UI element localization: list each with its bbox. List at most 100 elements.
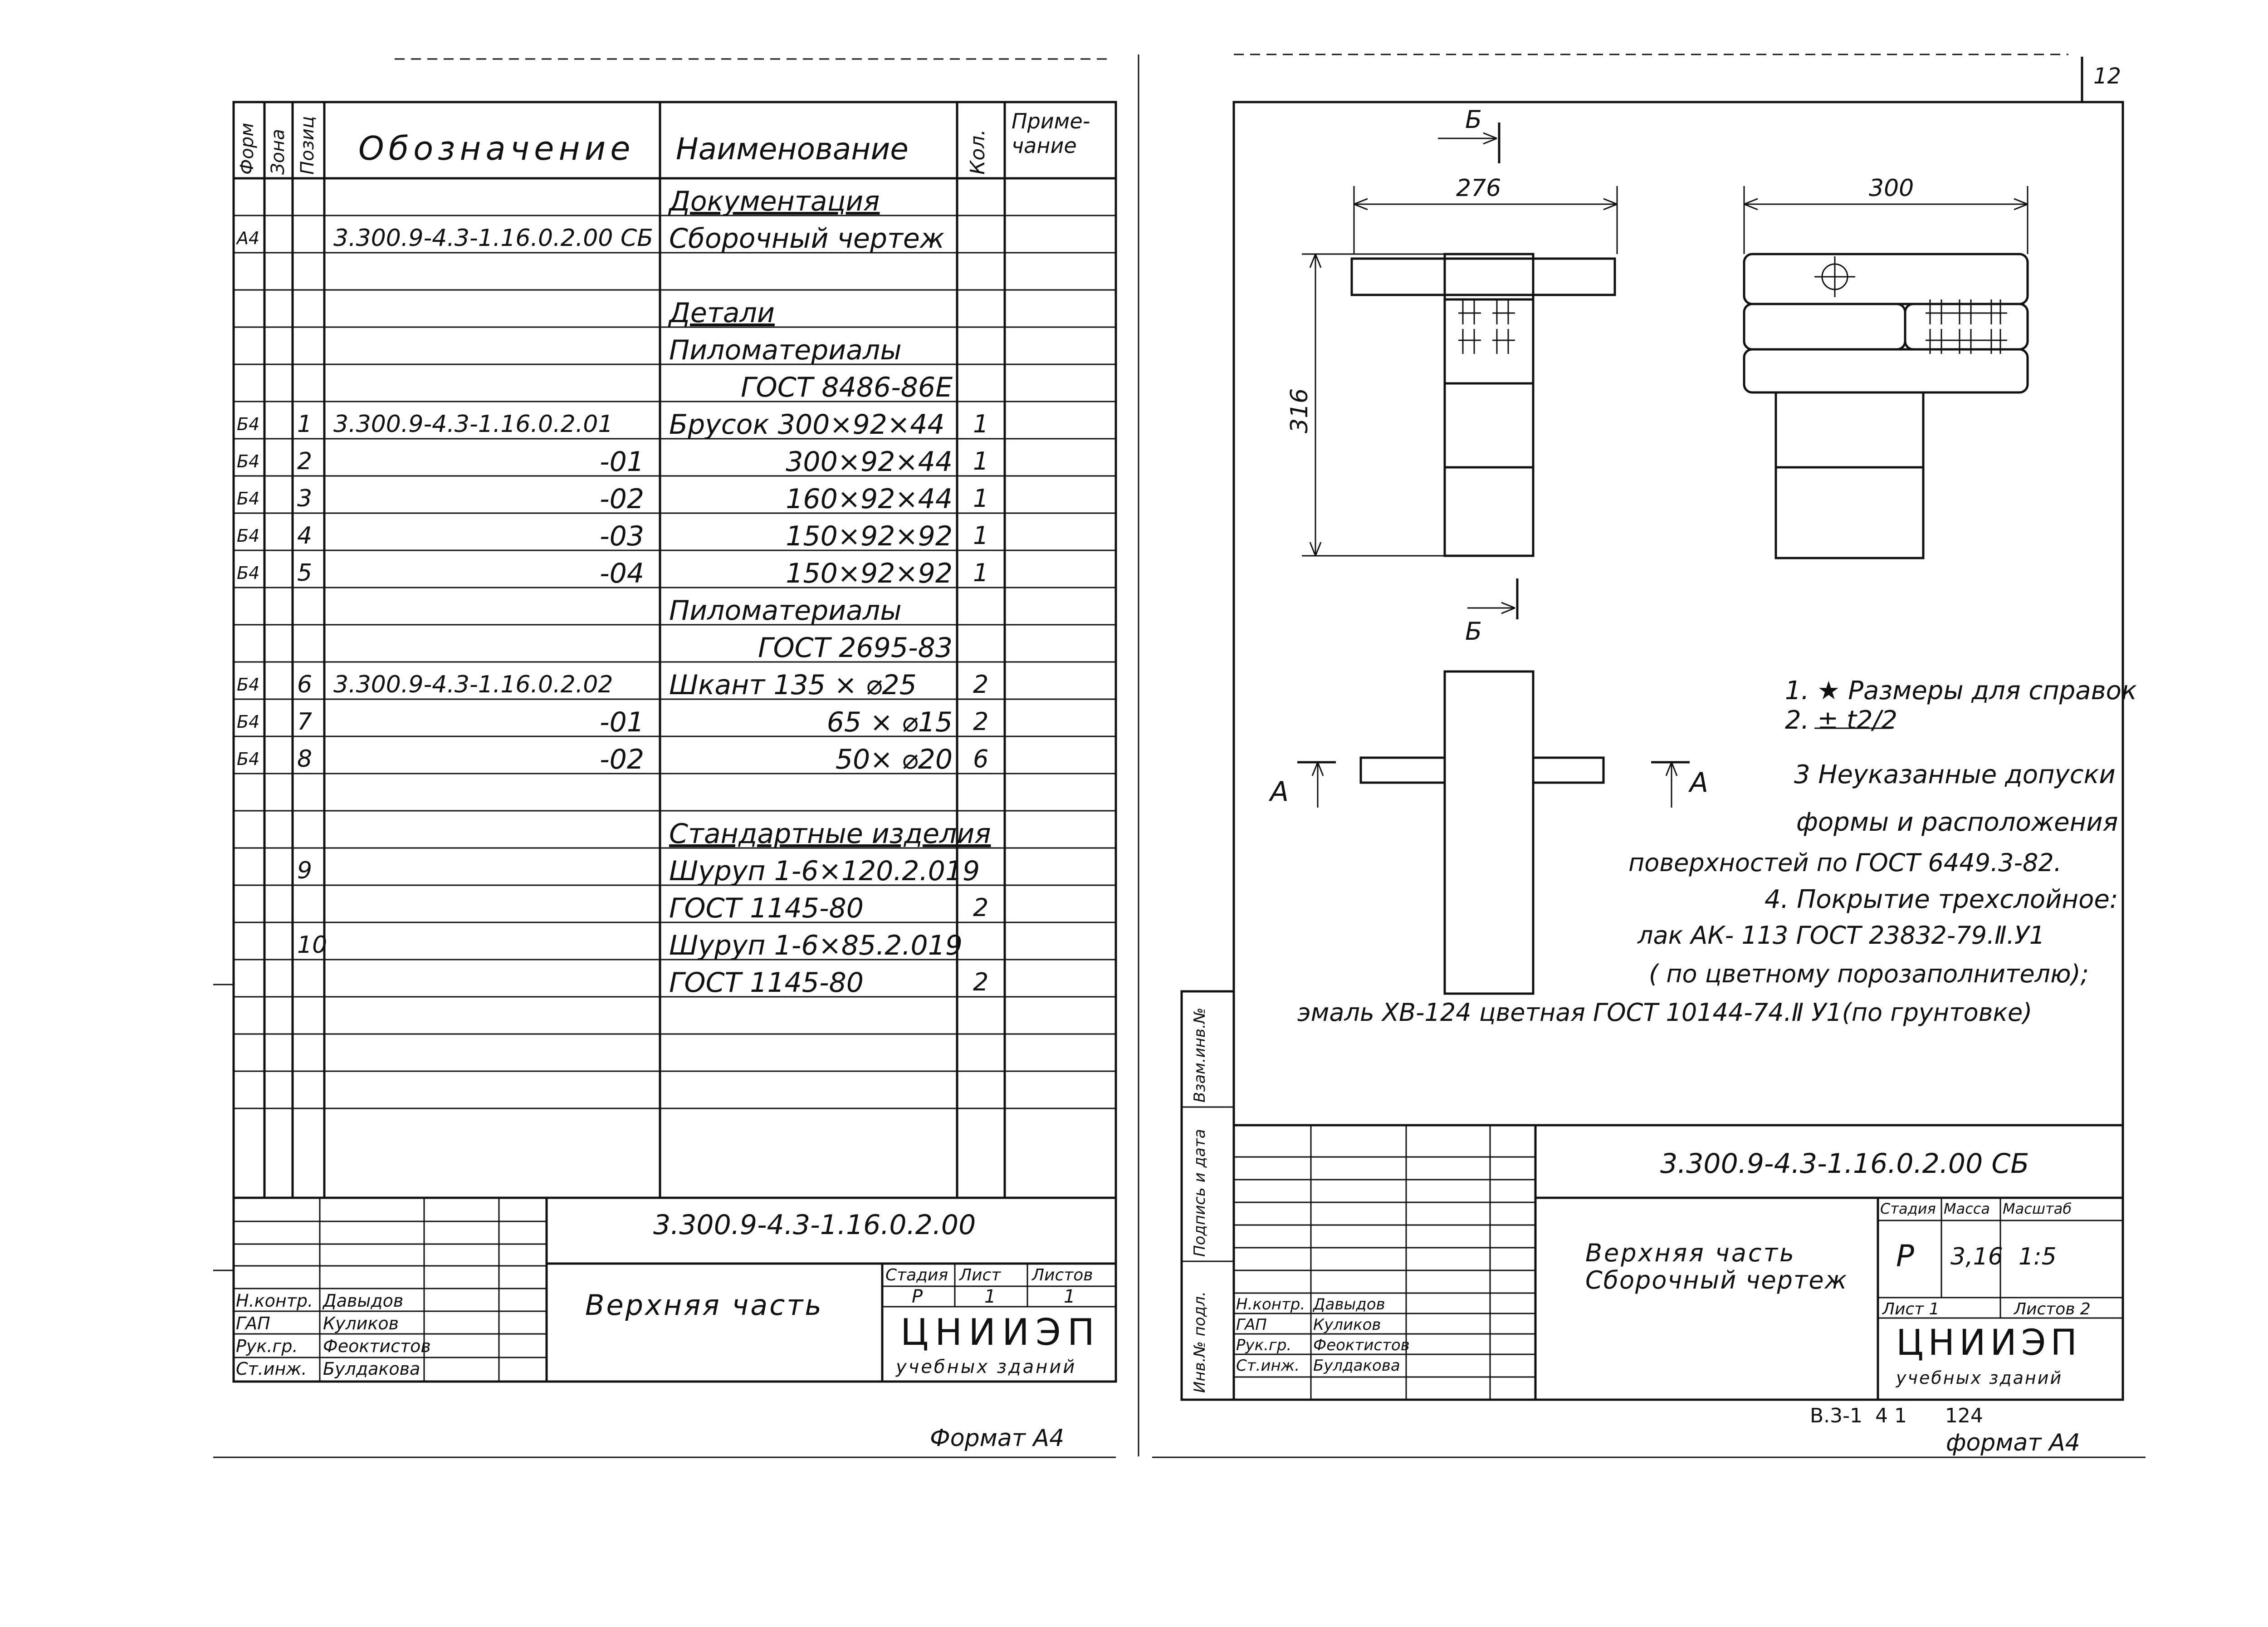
drawing-person-role: Н.контр. [1236,1295,1305,1313]
drawing-note-line: 4. Покрытие трехслойное: [1765,885,2118,914]
header-qty: Кол. [966,129,989,175]
spec-row-designation: -03 [600,520,644,552]
spec-row-position: 8 [297,745,313,773]
drawing-note-line: 3 Неуказанные допуски [1794,760,2116,789]
drawing-scale-label: Масштаб [2003,1200,2072,1217]
spec-row-designation: -01 [600,706,644,738]
spec-row-position: 1 [297,411,313,438]
spec-sheet: 1 [984,1286,996,1307]
spec-row-name: ГОСТ 8486-86Е [741,372,953,403]
spec-row-format: Б4 [237,451,260,471]
spec-row-name: 150×92×92 [786,558,953,589]
drawing-note-line: ( по цветному порозаполнителю); [1649,960,2089,988]
drawing-person-name: Куликов [1313,1316,1381,1334]
header-position: Позиц [297,116,318,175]
drawing-org: ЦНИИЭП [1896,1323,2082,1363]
side-label-inventory: Инв.№ подл. [1191,1291,1209,1393]
dim-316: 316 [1286,388,1313,433]
spec-row-name: Документация [669,186,880,217]
spec-stage: Р [912,1286,923,1307]
drawing-stage-label: Стадия [1880,1200,1936,1217]
spec-person-name: Давыдов [323,1291,404,1311]
drawing-note-line: 1. ★ Размеры для справок [1785,676,2137,706]
section-view [1297,670,1690,995]
drawing-org-sub: учебных зданий [1896,1368,2063,1388]
spec-row-name: Сборочный чертеж [669,223,944,255]
header-note: Приме- чание [1012,109,1090,158]
spec-row-position: 2 [297,448,313,475]
section-label-a-left: А [1270,776,1289,808]
spec-row-format: Б4 [237,749,260,769]
spec-row-position: 7 [297,708,313,735]
spec-row-designation: -02 [600,483,644,515]
spec-row-position: 6 [297,671,313,698]
spec-sheets-label: Листов [1032,1266,1093,1284]
drawing-person-role: Рук.гр. [1236,1336,1292,1354]
drawing-mass: 3,16 [1950,1243,2003,1270]
header-name: Наименование [676,132,909,167]
spec-person-name: Куликов [323,1313,399,1333]
drawing-sheet-label: Лист 1 [1882,1300,1940,1318]
spec-person-role: ГАП [236,1313,270,1333]
spec-person-role: Ст.инж. [236,1359,307,1379]
spec-row-format: Б4 [237,414,260,434]
spec-row-format: А4 [237,228,260,248]
drawing-scale: 1:5 [2019,1243,2057,1270]
spec-row-position: 3 [297,485,313,512]
header-designation: Обозначение [358,129,635,167]
spec-row-designation: -04 [600,558,644,589]
drawing-person-role: Ст.инж. [1236,1357,1300,1375]
spec-person-name: Феоктистов [323,1336,431,1356]
page-number: 12 [2093,64,2121,89]
spec-row-position: 10 [297,931,327,959]
spec-row-name: Пиломатериалы [669,595,902,627]
spec-row-format: Б4 [237,712,260,732]
spec-row-name: Стандартные изделия [669,818,991,850]
spec-sheet-label: Лист [959,1266,1001,1284]
section-label-b-top: Б [1465,105,1482,134]
spec-row-name: ГОСТ 2695-83 [758,632,953,664]
spec-row-designation: 3.300.9-4.3-1.16.0.2.00 СБ [333,225,653,252]
side-view [1743,186,2029,559]
drawing-person-name: Феоктистов [1313,1336,1410,1354]
drawing-subtitle: Сборочный чертеж [1585,1266,1848,1294]
drawing-person-name: Давыдов [1313,1295,1385,1313]
side-label-replace: Взам.инв.№ [1191,1007,1209,1103]
spec-person-name: Булдакова [323,1359,420,1379]
spec-row-name: Шкант 135 × ⌀25 [669,669,917,701]
header-format: Форм [237,123,258,175]
drawing-sheets-label: Листов 2 [2014,1300,2091,1318]
spec-person-role: Рук.гр. [236,1336,298,1356]
spec-row-format: Б4 [237,489,260,509]
front-view [1302,123,1618,619]
spec-row-qty: 1 [973,410,989,438]
header-zone: Зона [268,129,288,175]
spec-row-name: 300×92×44 [786,446,953,478]
spec-row-qty: 1 [973,559,989,587]
spec-row-qty: 1 [973,484,989,513]
drawing-note-line: лак АК- 113 ГОСТ 23832-79.Ⅱ.У1 [1637,921,2045,950]
spec-row-position: 4 [297,522,313,549]
spec-row-qty: 1 [973,521,989,550]
spec-row-qty: 2 [973,968,989,996]
spec-row-designation: -01 [600,446,644,478]
spec-row-name: ГОСТ 1145-80 [669,892,864,924]
drawing-doc-number: 3.300.9-4.3-1.16.0.2.00 СБ [1660,1148,2029,1180]
spec-row-name: Детали [669,297,775,329]
section-label-a-right: А [1690,767,1709,799]
spec-title: Верхняя часть [585,1289,823,1322]
spec-row-qty: 2 [973,670,989,699]
drawing-note-line: эмаль ХВ-124 цветная ГОСТ 10144-74.Ⅱ У1(… [1297,998,2033,1027]
spec-row-name: Шуруп 1-6×85.2.019 [669,930,963,961]
spec-row-name: ГОСТ 1145-80 [669,967,864,999]
section-label-b-bottom: Б [1465,617,1482,646]
side-label-signature: Подпись и дата [1191,1129,1209,1257]
spec-row-qty: 6 [973,745,989,773]
spec-row-name: Пиломатериалы [669,334,902,366]
spec-row-name: 65 × ⌀15 [826,706,953,738]
spec-row-format: Б4 [237,526,260,546]
spec-format: Формат А4 [930,1425,1065,1452]
spec-row-designation: 3.300.9-4.3-1.16.0.2.02 [333,671,613,698]
